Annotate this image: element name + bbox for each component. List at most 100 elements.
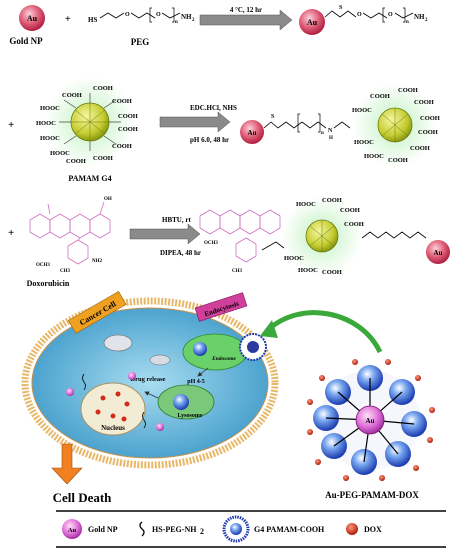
cooh-label: COOH — [418, 129, 438, 136]
pamam-dendrimer-conjugated: HOOC COOH COOH COOH HOOC HOOC COOH — [282, 196, 364, 276]
amine-label: NH — [414, 13, 425, 21]
cooh-label: COOH — [398, 87, 418, 94]
hooc-label: HOOC — [364, 153, 384, 160]
legend-dox-label: DOX — [364, 525, 382, 534]
endocytosis-tag — [194, 292, 248, 322]
dox-dot — [379, 475, 385, 481]
reaction-arrow — [199, 9, 293, 31]
repeat-n-label: n — [321, 131, 324, 136]
repeat-n-label: n — [406, 20, 409, 25]
au-label: Au — [366, 417, 375, 425]
hooc-label: HOOC — [50, 150, 70, 157]
au-label: Au — [248, 129, 257, 137]
legend-hs-peg-subscript: 2 — [200, 527, 204, 536]
dox-dot — [385, 359, 391, 365]
release-arrow — [144, 391, 159, 399]
amide-bond — [261, 241, 285, 251]
oxygen-label: O — [156, 12, 161, 18]
drug-release-label: Drug release — [130, 376, 165, 383]
hooc-label: HOOC — [352, 107, 372, 114]
cooh-label: COOH — [118, 113, 138, 120]
nucleus-label: Nucleus — [101, 424, 125, 432]
ch3-label: CH3 — [60, 269, 71, 274]
oxygen-label: O — [357, 12, 362, 18]
repeat-brackets — [297, 113, 321, 133]
peg-linkers — [325, 378, 415, 463]
core-lattice — [309, 220, 335, 252]
peg-chain-bond — [130, 12, 156, 19]
sugar-ring — [235, 237, 257, 263]
dox-dot — [121, 416, 127, 422]
au-peg-pamam-dox-complex: Au — [307, 359, 435, 481]
cooh-label: COOH — [370, 93, 390, 100]
cooh-label: COOH — [340, 207, 360, 214]
amine-subscript: 2 — [425, 18, 428, 23]
amine-subscript: 2 — [192, 18, 195, 23]
hooc-label: HOOC — [354, 139, 374, 146]
bond — [47, 203, 51, 215]
legend-pamam-core — [230, 523, 242, 535]
gold-np-icon — [426, 240, 450, 264]
ring — [89, 213, 111, 239]
free-gold-np — [66, 388, 74, 396]
amide-bond — [333, 121, 351, 129]
ring — [259, 209, 281, 235]
bond — [99, 201, 105, 215]
dendrimer-core — [247, 341, 259, 353]
legend-gold-np-label: Gold NP — [88, 525, 118, 534]
legend-hs-peg-label: HS-PEG-NH — [152, 525, 197, 534]
condition-bottom-label: DIPEA, 48 hr — [160, 249, 201, 257]
och3-label: OCH3 — [204, 241, 218, 246]
cell-death-label: Cell Death — [53, 490, 113, 505]
legend-gold-np-icon — [62, 519, 82, 539]
row-3-dox-coupling: + OCH3 OH NH2 CH3 Doxorubicin HBTU, rt D… — [8, 196, 450, 288]
dox-dot — [429, 407, 435, 413]
peg-label: PEG — [131, 37, 150, 47]
dendrimer-in-lysosome — [173, 394, 189, 410]
au-label: Au — [68, 527, 77, 534]
peg-chain-bond — [361, 231, 427, 239]
complex-label: Au-PEG-PAMAM-DOX — [325, 490, 419, 500]
peg-chain-bond — [394, 12, 414, 19]
hooc-label: HOOC — [40, 135, 60, 142]
cooh-label: COOH — [388, 157, 408, 164]
cooh-label: COOH — [93, 85, 113, 92]
uptake-arrowhead — [260, 320, 278, 338]
cooh-label: COOH — [66, 158, 86, 165]
sugar-ring — [67, 239, 89, 265]
hooc-label: HOOC — [296, 201, 316, 208]
ring — [49, 213, 71, 239]
cytoplasm — [31, 307, 269, 459]
dox-dot — [427, 437, 433, 443]
central-gold-np — [355, 405, 385, 435]
oxygen-label: O — [388, 12, 393, 18]
cooh-label: COOH — [118, 126, 138, 133]
thiol-label: HS — [88, 16, 97, 24]
condition-top-label: EDC.HCl, NHS — [190, 104, 237, 112]
cancer-cell-tag — [67, 291, 127, 334]
gold-np-icon — [299, 9, 325, 35]
dox-dot — [95, 409, 101, 415]
peg-chain-bond — [324, 10, 357, 18]
dox-conjugate-structure — [199, 209, 281, 263]
peg-chain-bond — [301, 121, 327, 129]
cell-membrane — [21, 297, 279, 469]
oxygen-label: O — [125, 12, 130, 18]
condition-label: 4 °C, 12 hr — [230, 6, 262, 14]
cooh-label: COOH — [420, 115, 440, 122]
dox-label: Doxorubicin — [27, 279, 70, 288]
row-2-pamam-coupling: + COOH COOH COOH COOH COOH COOH COOH HOO… — [8, 77, 440, 183]
ring — [199, 209, 221, 235]
dox-dot — [124, 401, 130, 407]
ring — [29, 213, 51, 239]
organelle-icon — [103, 334, 133, 352]
gold-np-icon — [19, 5, 45, 31]
free-gold-np — [156, 423, 164, 431]
dox-dot — [315, 459, 321, 465]
dox-dot — [307, 399, 313, 405]
pamam-label: PAMAM G4 — [68, 174, 111, 183]
cooh-label: COOH — [62, 92, 82, 99]
repeat-n-label: n — [175, 20, 178, 25]
organelle-icon — [149, 354, 171, 366]
